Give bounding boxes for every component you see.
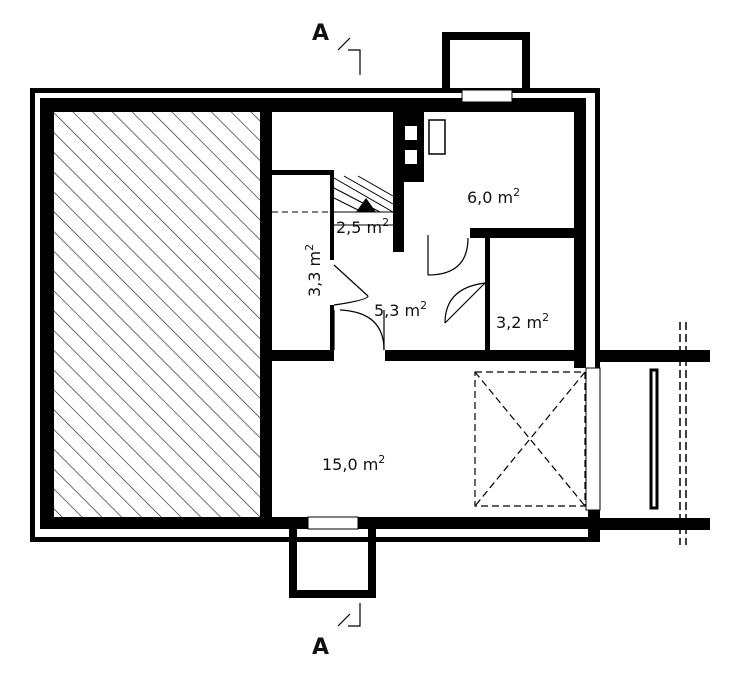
skylight-void: [474, 371, 586, 507]
area-label-stair: 2,5 m2: [336, 216, 389, 237]
stair-arrow-icon: [356, 198, 376, 212]
hatched-area: [54, 112, 260, 517]
area-label-kitchen: 6,0 m2: [467, 186, 520, 207]
outer-walls: [30, 88, 600, 542]
kitchen-fittings: [405, 119, 446, 164]
doors: [333, 235, 486, 351]
terrace: [600, 350, 710, 530]
area-label-hall: 5,3 m2: [374, 299, 427, 320]
bay-extensions: [289, 32, 530, 598]
section-label-bottom: A: [312, 635, 329, 660]
section-label-top: A: [312, 21, 329, 46]
windows: [307, 89, 601, 530]
area-label-bath: 3,2 m2: [496, 311, 549, 332]
section-marker-bottom: A: [312, 603, 361, 660]
area-label-wc: 3,3 m2: [303, 244, 324, 297]
room-labels: 6,0 m2 2,5 m2 3,3 m2 5,3 m2 3,2 m2 15,0 …: [303, 186, 549, 474]
terrace-grate: [649, 368, 659, 510]
area-label-living: 15,0 m2: [322, 453, 385, 474]
section-marker-top: A: [312, 21, 361, 75]
